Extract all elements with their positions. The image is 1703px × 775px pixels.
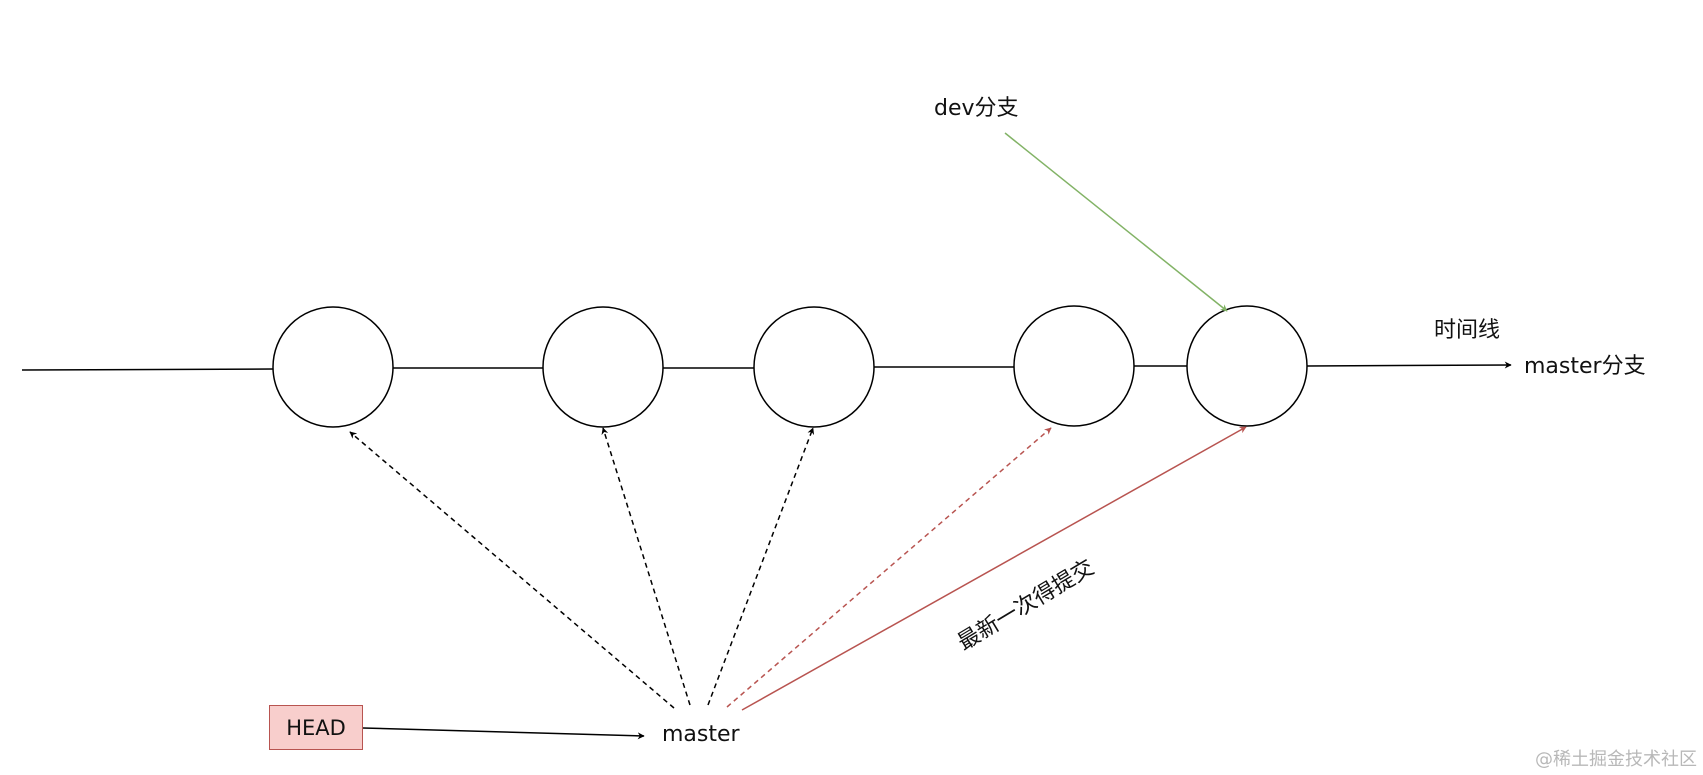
commit-node <box>1013 305 1135 427</box>
commit-node <box>1186 305 1308 427</box>
master-history-arrow <box>601 427 691 706</box>
dev-pointer-arrow <box>1004 132 1228 312</box>
master-branch-label: master分支 <box>1524 354 1646 379</box>
head-label: HEAD <box>286 715 346 740</box>
dev-branch-label: dev分支 <box>934 96 1019 121</box>
timeline-label: 时间线 <box>1434 318 1501 343</box>
master-pointer-label: master <box>662 722 740 747</box>
master-history-arrow <box>707 427 815 706</box>
commit-node <box>272 306 394 428</box>
commit-node <box>542 306 664 428</box>
head-pointer-arrow <box>362 727 645 740</box>
master-history-arrow <box>349 431 675 709</box>
timeline-line-segment <box>21 368 274 371</box>
commit-node <box>753 306 875 428</box>
watermark: @稀土掘金技术社区 <box>1535 749 1697 770</box>
head-node: HEAD <box>269 705 363 750</box>
timeline-arrow-line <box>1306 361 1512 369</box>
latest-commit-arrow <box>741 426 1247 711</box>
master-history-arrow <box>726 427 1052 708</box>
